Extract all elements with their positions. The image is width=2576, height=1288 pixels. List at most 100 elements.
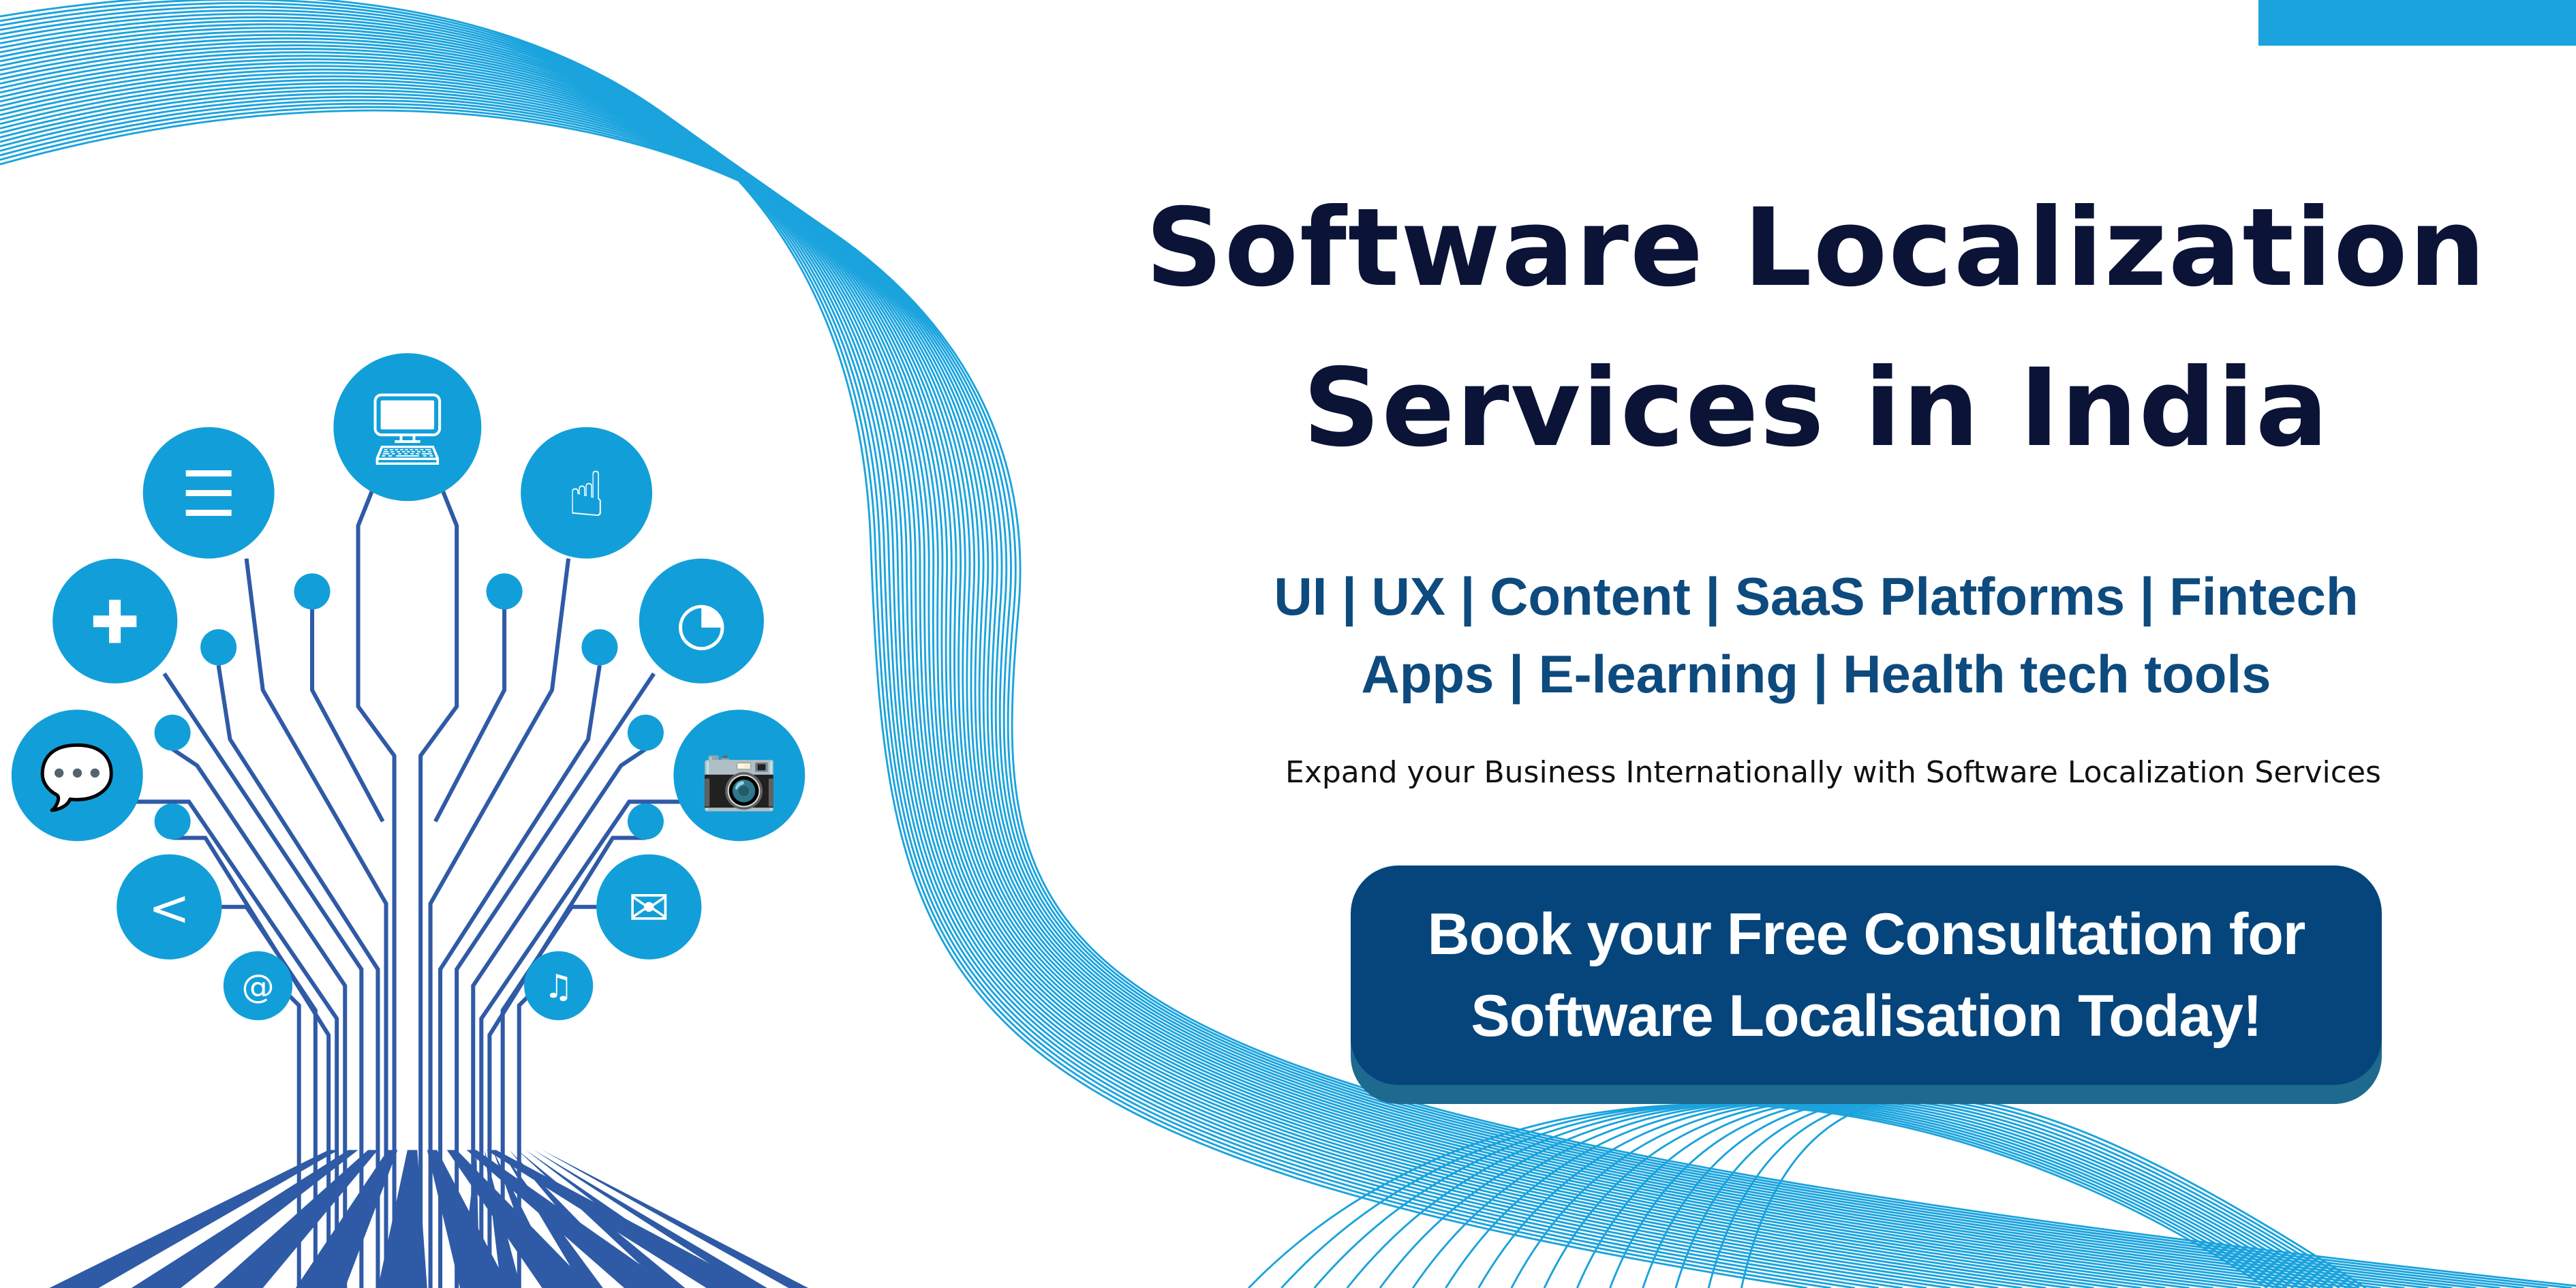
wave-line [1740,1095,2367,1288]
cta-line-1: Book your Free Consultation for [1427,901,2306,967]
wave-line [0,82,2405,1288]
circuit-line [428,558,571,1288]
wave-line [1707,1096,2360,1288]
circuit-line [216,664,380,1288]
wifi-icon-circle [639,558,764,684]
root-stripe [295,1150,398,1288]
root-stripe [378,1150,427,1288]
touchscreen-icon-circle [521,427,653,559]
phone-chat-icon: ☰ [181,458,236,531]
wave-line [0,37,2094,1288]
chat-bubbles-icon-circle [11,709,143,842]
wave-line [0,75,2357,1288]
at-sign-icon-circle [223,951,293,1021]
book-consultation-button[interactable]: Book your Free Consultation for Software… [1351,865,2382,1085]
circuit-node-dot [154,803,191,840]
circuit-node-dot [627,803,664,840]
circuit-line [213,904,318,1288]
wave-line [0,12,1927,1288]
chat-bubbles-icon: 💬 [38,741,116,814]
music-note-icon-circle [524,951,594,1021]
circuit-node-dot [627,714,664,751]
share-icon: < [149,880,190,938]
phone-chat-icon-circle [142,427,275,559]
services-list-line-1: UI | UX | Content | SaaS Platforms | Fin… [1274,566,2359,626]
top-accent-bar [2258,0,2576,46]
wave-line [0,44,2142,1288]
wave-line [0,33,2070,1288]
wave-line [1674,1097,2353,1288]
monitor-icon-circle [333,353,482,502]
wave-line [0,51,2190,1288]
circuit-line [162,672,364,1288]
root-stripe [213,1150,378,1288]
wave-line [0,23,1999,1288]
wave-line [0,55,2214,1288]
circuit-line [479,799,687,1288]
wifi-icon: ◔ [675,587,727,657]
circuit-line [471,747,647,1288]
root-stripe [517,1150,686,1288]
wave-line [0,68,2310,1288]
gamepad-icon: ✚ [90,587,140,657]
circuit-line [310,607,385,823]
wave-line [0,78,2381,1288]
gamepad-icon-circle [52,558,178,684]
share-icon-circle [117,854,222,960]
wave-line [0,0,1832,1288]
music-note-icon: ♫ [544,968,573,1006]
wave-line [0,5,1880,1288]
wave-line [0,58,2238,1288]
circuit-line [171,747,348,1288]
root-stripe [131,1150,358,1288]
root-stripe [460,1150,480,1288]
root-stripe [501,1150,603,1288]
circuit-line [438,664,602,1288]
circuit-node-dot [154,714,191,751]
wave-line [0,41,2118,1288]
page-title-line-1: Software Localization [1145,185,2487,311]
email-icon-circle [596,854,702,960]
wave-line [0,65,2286,1288]
at-sign-icon: @ [241,968,274,1006]
root-stripe [509,1150,644,1288]
camera-icon: 📷 [701,741,778,814]
wave-line [0,61,2262,1288]
services-list-line-2: Apps | E-learning | Health tech tools [1361,644,2271,704]
wave-line [0,16,1951,1288]
wave-line [0,27,2023,1288]
wave-line [0,95,2500,1288]
email-icon: ✉ [628,880,670,938]
wave-line [0,89,2453,1288]
wave-line [0,106,2573,1288]
wave-line [0,109,2576,1287]
circuit-line [244,558,388,1288]
circuit-node-dot [581,629,618,666]
tagline: Expand your Business Internationally wit… [1285,755,2381,790]
circuit-line [418,484,459,1288]
circuit-node-dot [486,573,523,610]
circuit-line [131,799,339,1288]
wave-line [0,72,2333,1288]
circuit-line [356,484,397,1288]
root-stripe [485,1150,521,1288]
wave-line [0,20,1975,1288]
circuit-line [455,672,656,1288]
wave-line [0,85,2429,1288]
circuit-line [433,607,507,823]
camera-icon-circle [673,709,806,842]
touchscreen-icon: ☝ [568,458,606,531]
root-stripe [49,1150,339,1288]
tech-tree-illustration: 🖥☰☝✚◔💬📷<✉@♫ [11,353,809,1288]
circuit-node-dot [294,573,331,610]
circuit-node-dot [200,629,237,666]
wave-line [0,48,2166,1288]
root-stripe [542,1150,809,1288]
wave-line [0,30,2046,1288]
root-stripe [525,1150,726,1288]
circuit-line [500,904,605,1288]
root-stripe [493,1150,562,1288]
page-title-line-2: Services in India [1302,346,2330,471]
